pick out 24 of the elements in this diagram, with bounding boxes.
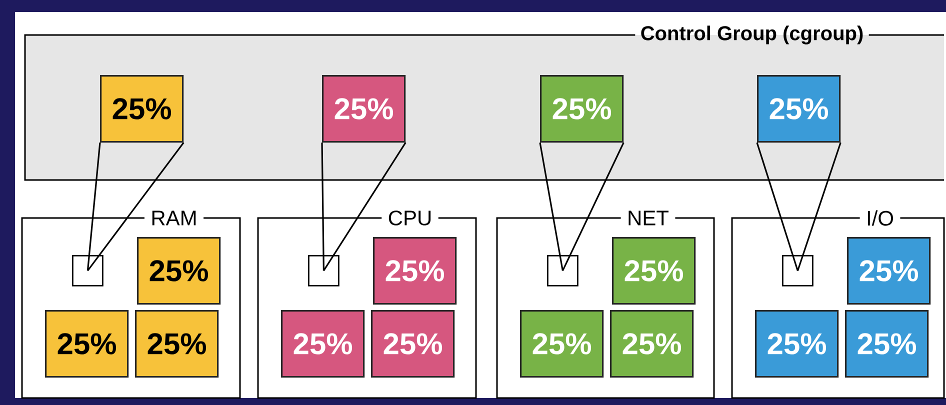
percent-box: 25% [135, 310, 219, 378]
percent-box: 25% [757, 75, 841, 143]
percent-box: 25% [610, 310, 694, 378]
funnel-line [539, 142, 624, 272]
percent-box: 25% [100, 75, 184, 143]
percent-box: 25% [612, 237, 696, 305]
percent-box: 25% [373, 237, 457, 305]
percent-box: 25% [847, 237, 931, 305]
funnel-line [321, 142, 406, 272]
percent-box: 25% [755, 310, 839, 378]
percent-box: 25% [137, 237, 221, 305]
empty-square [72, 255, 104, 286]
percent-box: 25% [520, 310, 604, 378]
empty-square [308, 255, 340, 286]
percent-box: 25% [845, 310, 929, 378]
funnel-line [86, 142, 184, 272]
percent-box: 25% [371, 310, 455, 378]
percent-box: 25% [322, 75, 406, 143]
percent-box: 25% [540, 75, 624, 143]
funnel-line [756, 142, 842, 272]
percent-box: 25% [45, 310, 129, 378]
empty-square [782, 255, 814, 286]
empty-square [547, 255, 578, 286]
percent-box: 25% [281, 310, 365, 378]
